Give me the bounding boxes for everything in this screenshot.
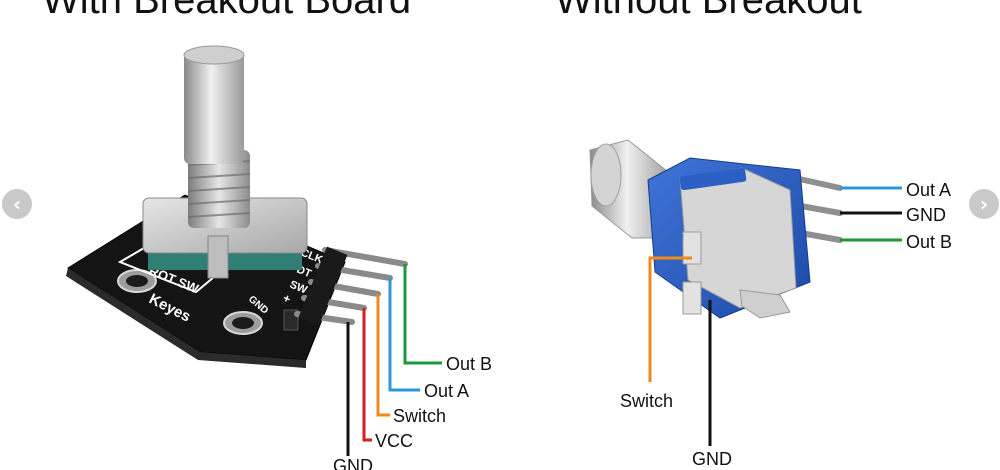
label-vcc-left: VCC bbox=[375, 431, 413, 451]
carousel-next-button[interactable]: › bbox=[969, 189, 999, 219]
label-switch-left: Switch bbox=[393, 406, 446, 426]
bare-encoder-photo: Out A GND Out B Switch GND bbox=[589, 139, 952, 469]
breakout-board-photo: ROT SW Keyes CLK DT SW + GND bbox=[66, 45, 492, 470]
heading-with-breakout: With Breakout Board bbox=[42, 0, 412, 22]
bare-encoder-pins-bottom bbox=[682, 231, 702, 315]
heading-without-breakout: Without Breakout bbox=[555, 0, 862, 22]
label-out-b-right: Out B bbox=[906, 232, 952, 252]
wire-vcc-left bbox=[362, 308, 372, 442]
wire-switch-right bbox=[648, 256, 692, 382]
carousel-prev-button[interactable]: ‹ bbox=[2, 189, 32, 219]
header-pins bbox=[294, 246, 408, 326]
label-out-a-left: Out A bbox=[424, 381, 469, 401]
wire-switch-left bbox=[376, 294, 390, 417]
label-switch-right: Switch bbox=[620, 391, 673, 411]
pcb-label-plus: + bbox=[281, 291, 293, 307]
wire-out-b-left bbox=[403, 264, 442, 365]
chevron-right-icon: › bbox=[979, 192, 989, 216]
wire-out-a-left bbox=[388, 278, 420, 392]
chevron-left-icon: ‹ bbox=[12, 192, 22, 216]
label-out-b-left: Out B bbox=[446, 354, 492, 374]
pcb-board-edge bbox=[66, 268, 306, 368]
label-gnd-left: GND bbox=[333, 456, 373, 470]
label-gnd-bottom-right: GND bbox=[692, 449, 732, 469]
label-gnd-top-right: GND bbox=[906, 205, 946, 225]
label-out-a-right: Out A bbox=[906, 180, 951, 200]
encoder-shaft bbox=[184, 52, 244, 164]
